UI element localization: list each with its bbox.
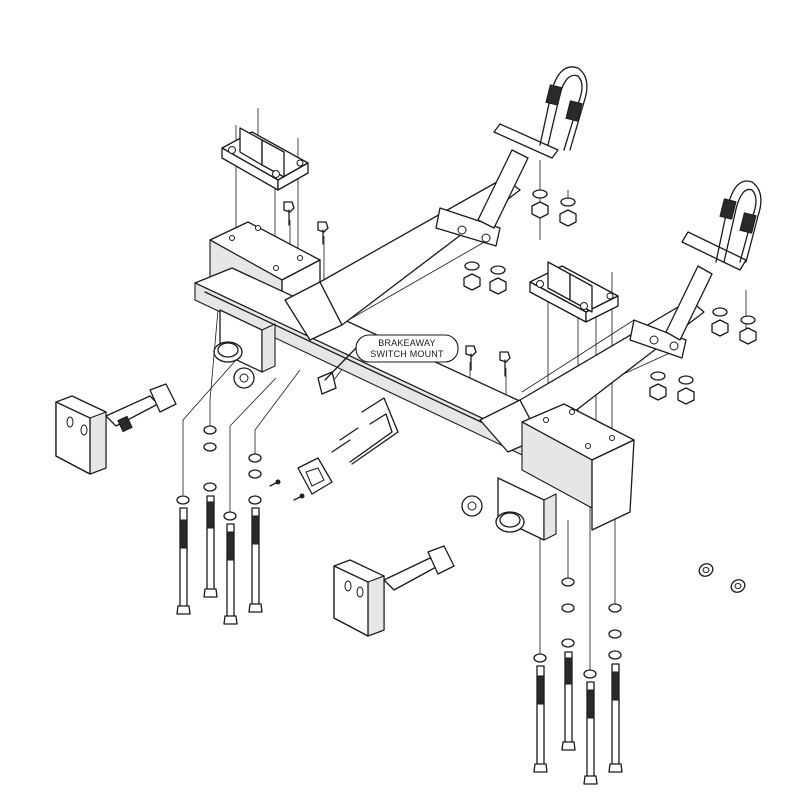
left-receiver (213, 309, 276, 389)
right-box-mount (521, 403, 635, 531)
left-long-bolts (176, 425, 263, 625)
breakaway-switch-callout: BRAKEAWAY SWITCH MOUNT (324, 334, 459, 381)
left-ubolt-arm (284, 66, 588, 341)
right-long-bolts (533, 577, 623, 785)
right-ubolt-nuts (649, 307, 757, 405)
left-upper-plate (221, 127, 309, 191)
right-upper-plate (529, 261, 619, 323)
callout-label-line1: BRAKEAWAY (378, 338, 435, 348)
loose-washers (698, 563, 746, 593)
right-pin-bracket (333, 545, 455, 637)
breakaway-switch-linkage (269, 371, 399, 501)
right-receiver (461, 477, 557, 541)
left-ubolt-nuts (463, 189, 577, 295)
left-top-bolts (283, 201, 329, 245)
callout-label-line2: SWITCH MOUNT (370, 349, 444, 359)
right-top-bolts (465, 345, 511, 377)
left-pin-bracket (55, 383, 177, 475)
